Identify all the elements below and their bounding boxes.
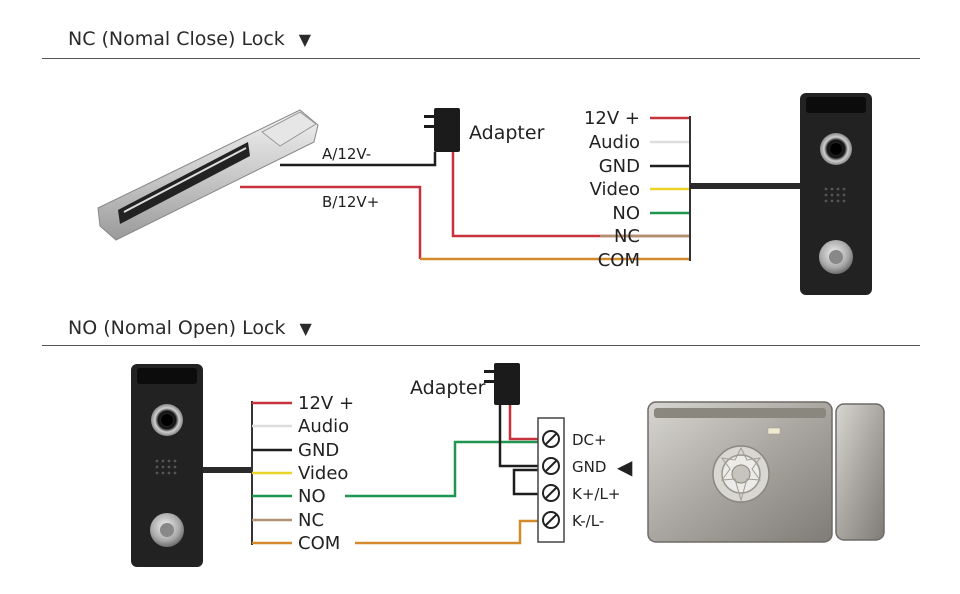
lock-terminal-dc: DC+ — [572, 431, 607, 449]
no-terminal-no: NO — [298, 486, 326, 507]
nc-terminal-nc: NC — [614, 226, 640, 247]
no-section-title: NO (Nomal Open) Lock ▼ — [68, 317, 312, 339]
nc-wire-b-red — [240, 185, 422, 259]
lock-terminal-k-minus: K-/L- — [572, 512, 604, 530]
no-terminal-video: Video — [298, 463, 348, 484]
no-terminal-gnd: GND — [298, 440, 339, 461]
nc-title-arrow-icon: ▼ — [298, 30, 312, 49]
nc-wire-a — [280, 152, 437, 167]
pointer-arrow-icon: ◀ — [617, 455, 633, 479]
nc-wire-a-label: A/12V- — [322, 145, 371, 163]
nc-wire-b-label: B/12V+ — [322, 193, 379, 211]
no-terminal-nc: NC — [298, 510, 324, 531]
nc-adapter-lead — [451, 152, 690, 238]
lock-terminal-k-plus: K+/L+ — [572, 485, 620, 503]
no-wire-com — [355, 519, 548, 545]
nc-terminal-video: Video — [590, 179, 640, 200]
no-adapter-red — [508, 405, 548, 441]
magnetic-lock-icon — [97, 109, 319, 241]
no-title-arrow-icon: ▼ — [299, 319, 312, 338]
nc-terminal-com: COM — [598, 250, 640, 271]
no-terminal-audio: Audio — [298, 416, 349, 437]
no-adapter-icon — [484, 363, 520, 405]
no-wire-no — [345, 440, 548, 498]
nc-terminal-no: NO — [612, 203, 640, 224]
terminal-block-icon — [537, 417, 565, 543]
no-adapter-label: Adapter — [410, 377, 486, 399]
lock-terminal-gnd: GND — [572, 458, 606, 476]
nc-section-title: NC (Nomal Close) Lock ▼ — [68, 28, 311, 50]
no-wires — [203, 401, 548, 545]
nc-doorbell-icon — [800, 93, 872, 295]
no-terminal-12v: 12V + — [298, 393, 354, 414]
nc-terminal-audio: Audio — [589, 132, 640, 153]
nc-terminal-gnd: GND — [599, 156, 640, 177]
no-terminal-com: COM — [298, 533, 340, 554]
no-adapter-black — [498, 405, 548, 468]
no-title-text: NO (Nomal Open) Lock — [68, 317, 286, 339]
nc-divider — [42, 58, 920, 59]
nc-wires — [240, 116, 800, 261]
nc-terminal-12v: 12V + — [584, 108, 640, 129]
nc-title-text: NC (Nomal Close) Lock — [68, 28, 285, 50]
no-doorbell-icon — [131, 364, 203, 567]
nc-adapter-icon — [424, 108, 460, 152]
no-divider — [42, 345, 920, 346]
nc-adapter-label: Adapter — [469, 122, 545, 144]
no-jumper — [512, 468, 548, 496]
electric-rim-lock-icon — [647, 401, 885, 543]
